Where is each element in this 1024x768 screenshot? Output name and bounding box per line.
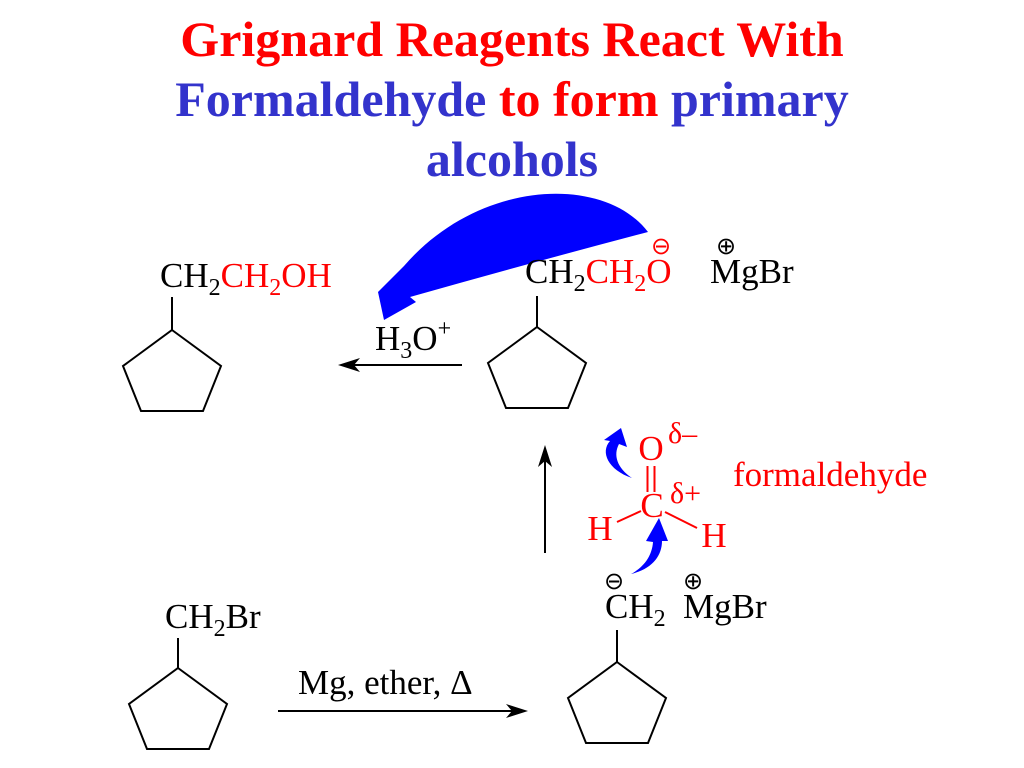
workup-subscript: 3	[400, 338, 412, 364]
alkoxide-positive-charge: ⊕	[716, 232, 736, 260]
alkoxide-o: O	[646, 252, 671, 291]
grignard-reagent: ⊖ ⊕ CH2 MgBr	[566, 567, 767, 744]
step1-reagents: Mg, ether, Δ	[298, 663, 473, 702]
alkoxide-mgbr: MgBr	[710, 252, 794, 291]
workup-reagent-formula: H3O+	[375, 316, 451, 364]
hydrolysis-arrow-head	[338, 358, 360, 372]
grignard-subscript: 2	[654, 606, 666, 632]
workup-superscript: +	[438, 316, 452, 342]
workup-h: H	[375, 319, 400, 358]
title-to-form: to form	[498, 71, 659, 127]
formaldehyde-oxygen: O	[638, 429, 663, 468]
c-h-bond-left	[616, 510, 642, 523]
title-primary: primary	[671, 71, 849, 127]
alkoxide-subscript-1: 2	[574, 271, 586, 297]
hydrolysis-step: H3O+	[338, 316, 462, 372]
c-h-bond-right	[664, 511, 698, 529]
bromide-subscript: 2	[214, 616, 226, 642]
alcohol-ch-1: CH	[160, 256, 209, 295]
title-alcohols: alcohols	[425, 131, 599, 187]
carbon-partial-charge: δ+	[670, 477, 701, 510]
protonation-curved-arrow-icon	[378, 193, 648, 320]
alkoxide-formula: CH2CH2O	[525, 252, 672, 297]
workup-o: O	[412, 319, 437, 358]
alcohol-subscript-2: 2	[269, 275, 281, 301]
title-formaldehyde: Formaldehyde	[175, 71, 487, 127]
alkoxide-subscript-2: 2	[634, 271, 646, 297]
bromide-ch: CH	[165, 597, 214, 636]
alcohol-subscript-1: 2	[209, 275, 221, 301]
grignard-negative-charge: ⊖	[604, 567, 624, 595]
cyclopentane-ring	[486, 325, 588, 409]
oxygen-partial-charge: δ–	[668, 417, 698, 450]
primary-alcohol-product: CH2CH2OH	[121, 256, 332, 412]
addition-step	[538, 445, 552, 553]
formaldehyde-hydrogen-left: H	[587, 509, 612, 548]
alcohol-oh: OH	[281, 256, 332, 295]
title-line-1-text: Grignard Reagents React With	[180, 11, 844, 67]
alcohol-ch-2: CH	[221, 256, 270, 295]
alkoxide-intermediate: ⊖ ⊕ CH2CH2O MgBr	[486, 232, 794, 409]
bromide-formula: CH2Br	[165, 597, 261, 642]
alkoxide-ch-1: CH	[525, 252, 574, 291]
addition-arrow-head	[538, 445, 552, 467]
cyclopentane-ring	[127, 666, 229, 750]
title-line-2: Formaldehyde to form primary	[0, 69, 1024, 129]
alcohol-formula: CH2CH2OH	[160, 256, 332, 301]
alkoxide-ch-2: CH	[586, 252, 635, 291]
grignard-ch: CH	[605, 587, 654, 626]
formaldehyde-molecule: O δ– C δ+ H H formaldehyde	[587, 417, 927, 574]
formaldehyde-carbon: C	[640, 486, 663, 525]
slide-title: Grignard Reagents React With Formaldehyd…	[0, 9, 1024, 189]
alkoxide-negative-charge: ⊖	[651, 232, 671, 260]
grignard-positive-charge: ⊕	[683, 567, 703, 595]
alkyl-bromide: CH2Br	[127, 597, 261, 750]
grignard-formula: CH2	[605, 587, 666, 632]
bromide-br: Br	[226, 597, 261, 636]
carbonyl-curved-arrow-icon	[604, 428, 632, 478]
title-line-3: alcohols	[0, 129, 1024, 189]
formaldehyde-label: formaldehyde	[733, 455, 927, 494]
formaldehyde-hydrogen-right: H	[701, 516, 726, 555]
grignard-formation-step: Mg, ether, Δ	[278, 663, 528, 718]
cyclopentane-ring	[566, 660, 668, 744]
nucleophilic-attack-curved-arrow-icon	[631, 518, 668, 574]
title-line-1: Grignard Reagents React With	[0, 9, 1024, 69]
cyclopentane-ring	[121, 328, 223, 412]
grignard-formation-arrow-head	[506, 704, 528, 718]
grignard-mgbr: MgBr	[683, 587, 767, 626]
